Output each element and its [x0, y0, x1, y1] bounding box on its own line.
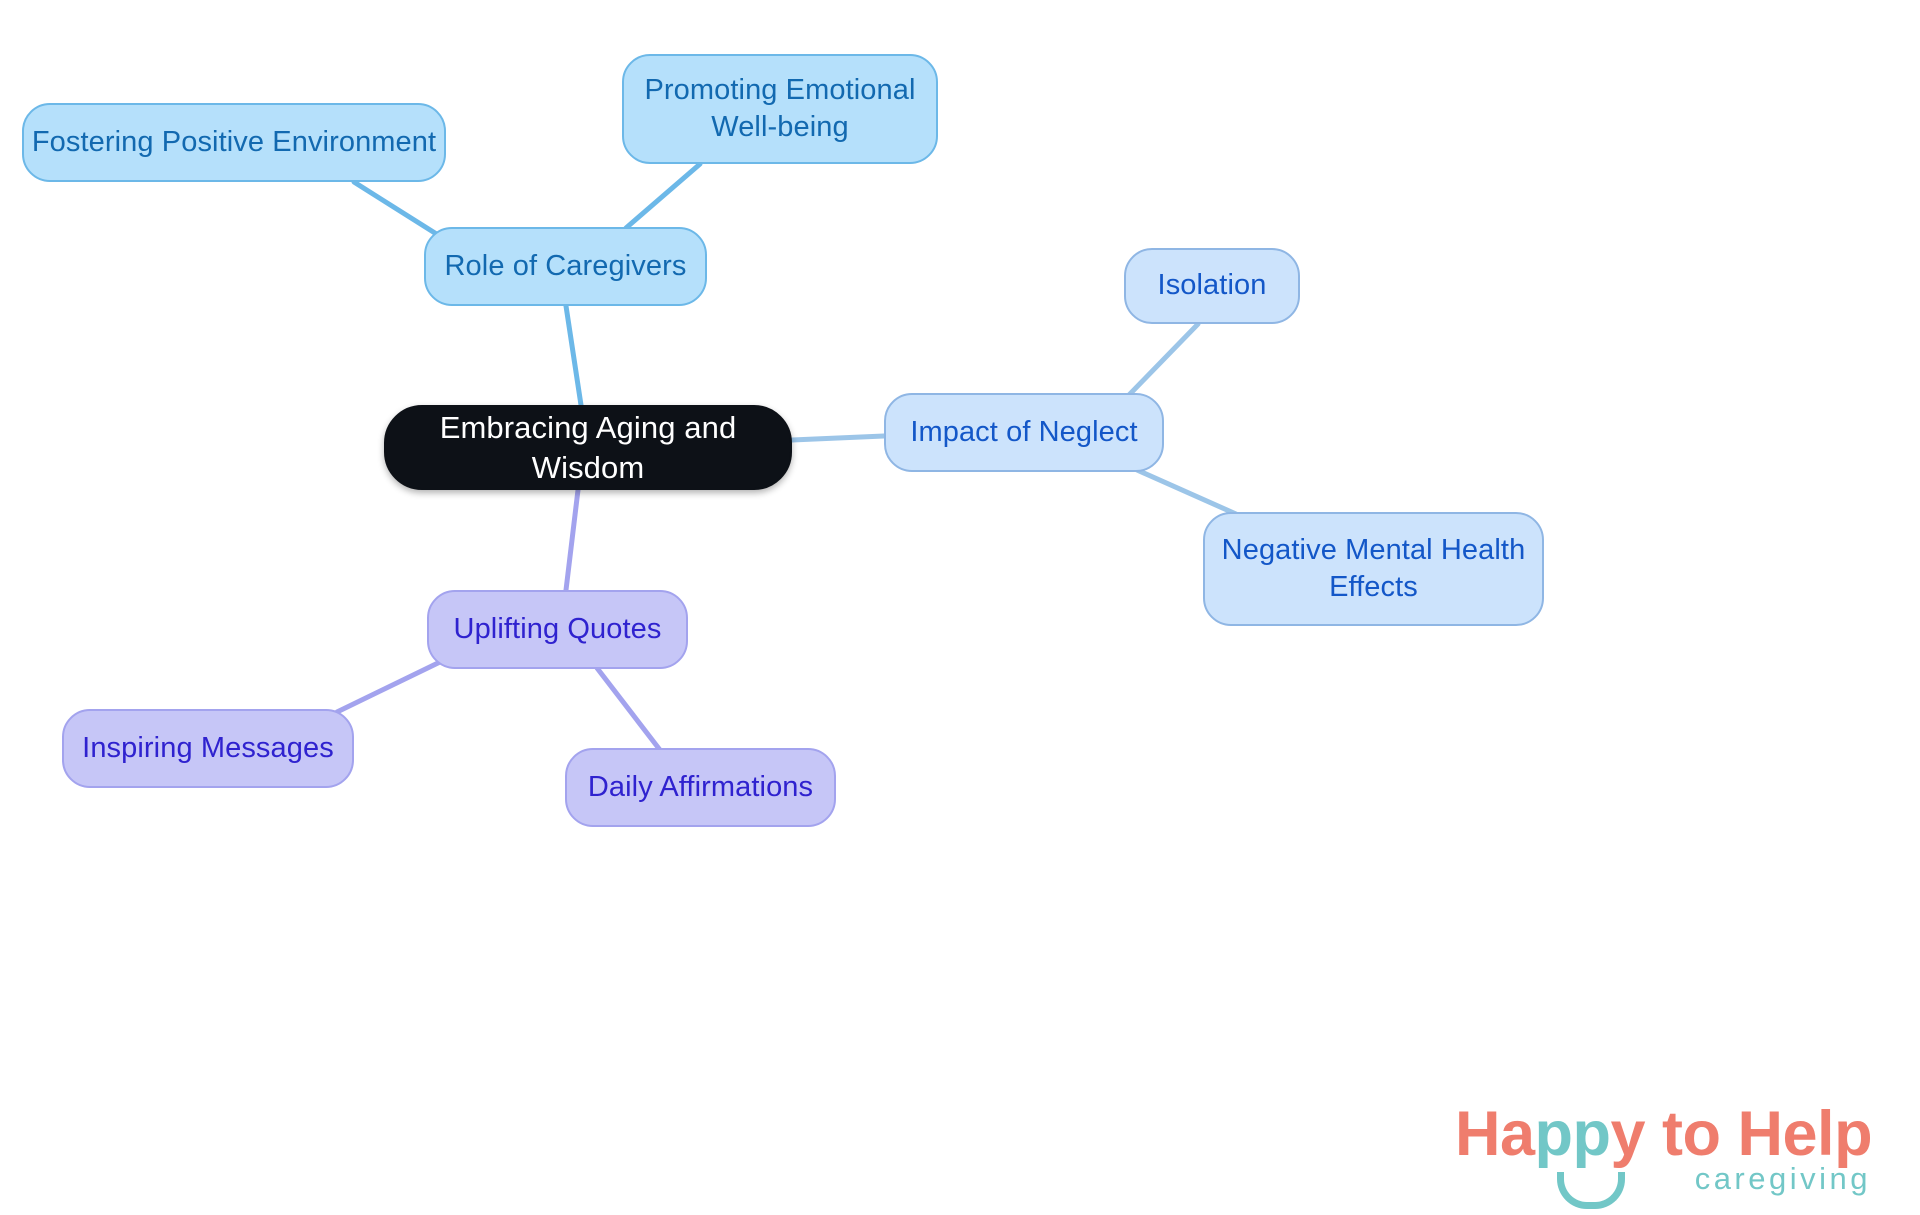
logo-word-p: p [1834, 1099, 1873, 1169]
node-negative-mental-health-effects-label: Negative Mental Health Effects [1221, 533, 1526, 603]
edge-impact-to-isolation [1125, 321, 1201, 399]
edge-uplifting-to-daily [594, 665, 663, 753]
edge-root-to-uplifting [563, 487, 581, 593]
node-impact-of-neglect-label: Impact of Neglect [910, 415, 1138, 448]
node-uplifting-quotes[interactable]: Uplifting Quotes [427, 590, 688, 669]
brand-logo: Happy to Help caregiving [1455, 1098, 1875, 1209]
node-fostering-positive-environment-label: Fostering Positive Environment [31, 125, 437, 158]
node-role-of-caregivers-label: Role of Caregivers [444, 249, 687, 282]
node-fostering-positive-environment[interactable]: Fostering Positive Environment [22, 103, 446, 182]
node-negative-mental-health-effects[interactable]: Negative Mental Health Effects [1203, 512, 1544, 626]
node-inspiring-messages-label: Inspiring Messages [82, 731, 334, 764]
logo-word-ha: Ha [1455, 1099, 1535, 1169]
node-promoting-emotional-well-being-label: Promoting Emotional Well-being [644, 73, 916, 143]
edge-uplifting-to-inspiring [334, 659, 443, 715]
node-impact-of-neglect[interactable]: Impact of Neglect [884, 393, 1164, 472]
node-role-of-caregivers[interactable]: Role of Caregivers [424, 227, 707, 306]
node-promoting-emotional-well-being[interactable]: Promoting Emotional Well-being [622, 54, 938, 164]
node-root-label: Embracing Aging and Wisdom [439, 409, 737, 485]
logo-wordmark: Happy to Help [1455, 1098, 1873, 1170]
node-isolation-label: Isolation [1157, 269, 1267, 302]
edge-root-to-impact [789, 433, 887, 443]
node-daily-affirmations-label: Daily Affirmations [587, 770, 814, 803]
node-root[interactable]: Embracing Aging and Wisdom [384, 405, 792, 490]
node-daily-affirmations[interactable]: Daily Affirmations [565, 748, 836, 827]
logo-tagline: caregiving [1694, 1161, 1871, 1196]
node-inspiring-messages[interactable]: Inspiring Messages [62, 709, 354, 788]
edge-root-to-role-of-caregivers [563, 303, 584, 408]
logo-word-y-to-hel: y to Hel [1610, 1099, 1835, 1169]
node-isolation[interactable]: Isolation [1124, 248, 1300, 324]
node-uplifting-quotes-label: Uplifting Quotes [453, 612, 662, 645]
smile-icon [1557, 1172, 1625, 1209]
edge-role-to-promoting [623, 161, 703, 231]
edge-role-to-fostering [351, 179, 449, 243]
logo-word-pp: pp [1534, 1099, 1611, 1169]
edge-impact-to-negative [1134, 467, 1239, 517]
